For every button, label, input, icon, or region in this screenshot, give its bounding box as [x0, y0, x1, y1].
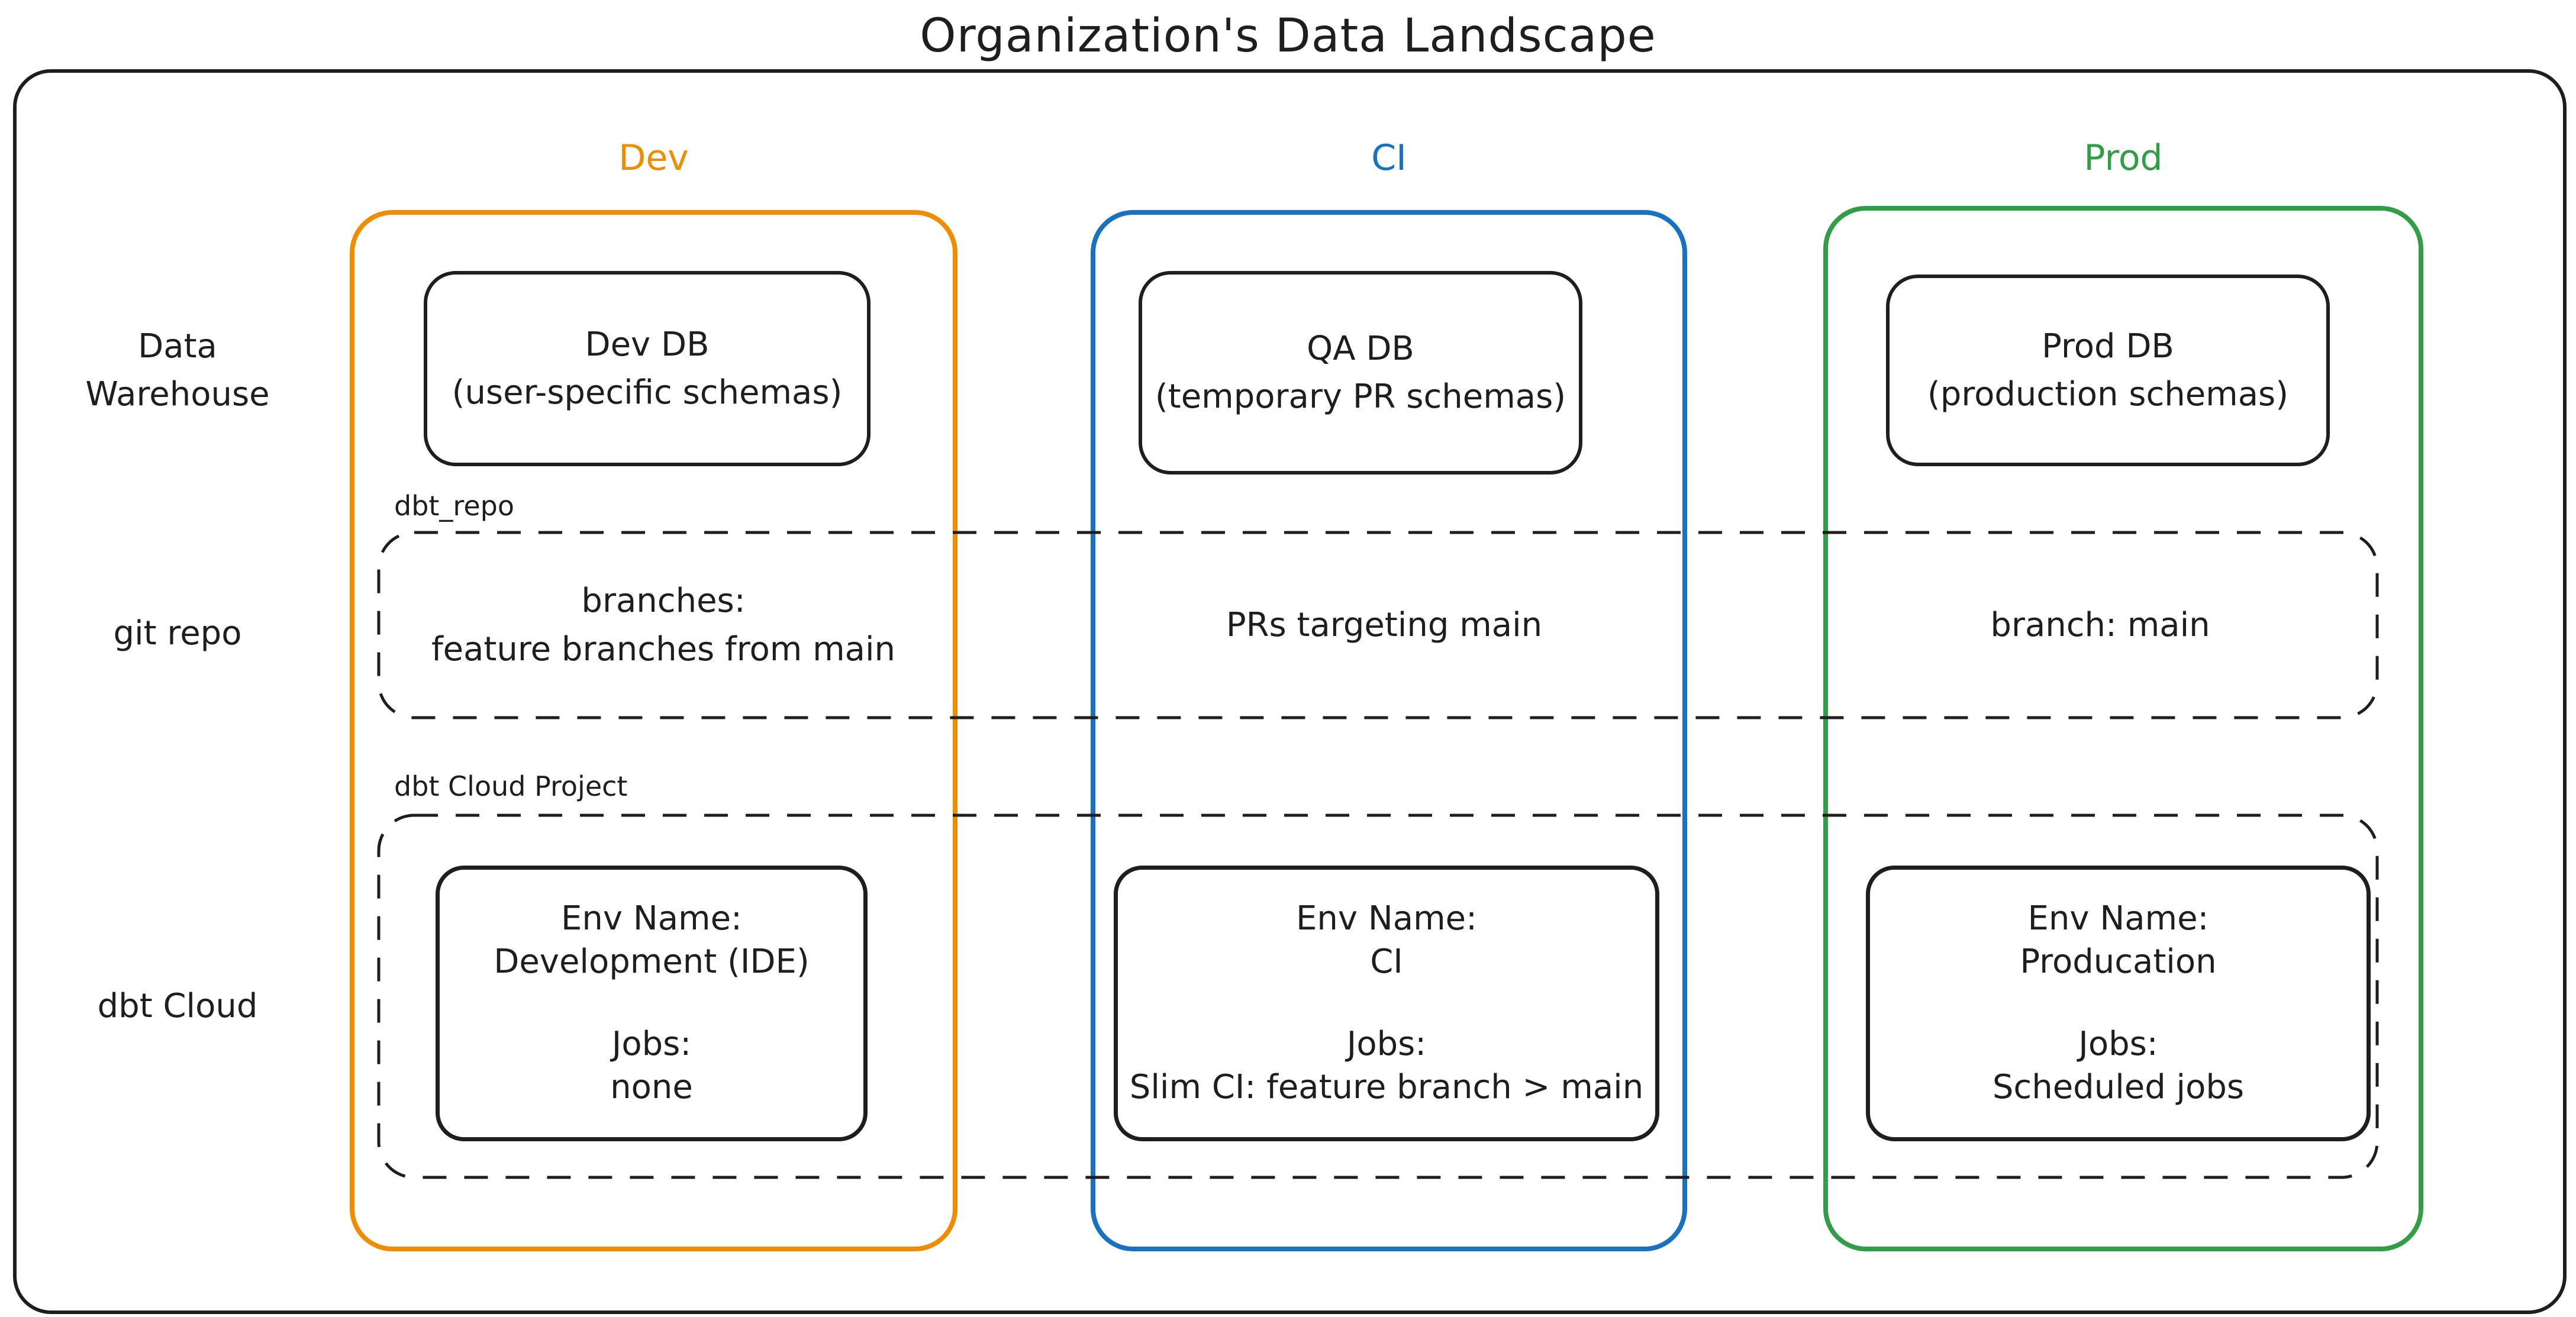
- column-box-ci: [1091, 210, 1687, 1251]
- landscape-frame: [13, 69, 2567, 1314]
- dbt-project-group-label: dbt Cloud Project: [394, 770, 628, 802]
- column-header-prod: Prod: [2084, 137, 2163, 179]
- column-box-prod: [1823, 206, 2423, 1251]
- prod-env-box: Env Name: Producation Jobs: Scheduled jo…: [1866, 866, 2371, 1141]
- ci-env-box: Env Name: CI Jobs: Slim CI: feature bran…: [1114, 866, 1659, 1141]
- row-label-dbt-cloud: dbt Cloud: [97, 987, 258, 1025]
- ci-env-jobs: Jobs: Slim CI: feature branch > main: [1129, 1025, 1644, 1106]
- page-title: Organization's Data Landscape: [920, 9, 1656, 63]
- prod-db-box: Prod DB (production schemas): [1886, 275, 2330, 466]
- row-label-git-repo: git repo: [113, 614, 242, 653]
- column-header-ci: CI: [1371, 137, 1407, 179]
- git-cell-ci: PRs targeting main: [1226, 605, 1543, 644]
- dev-env-jobs: Jobs: none: [610, 1025, 693, 1106]
- column-header-dev: Dev: [618, 137, 689, 179]
- git-cell-prod: branch: main: [1990, 605, 2210, 644]
- dev-env-box: Env Name: Development (IDE) Jobs: none: [436, 866, 868, 1141]
- row-label-data-warehouse: Data Warehouse: [85, 327, 270, 414]
- prod-env-jobs: Jobs: Scheduled jobs: [1992, 1025, 2245, 1106]
- git-repo-group-label: dbt_repo: [394, 490, 514, 522]
- dev-env-name: Env Name: Development (IDE): [494, 899, 810, 982]
- column-box-dev: [350, 210, 957, 1251]
- qa-db-box: QA DB (temporary PR schemas): [1139, 271, 1582, 474]
- prod-env-name: Env Name: Producation: [2020, 899, 2217, 982]
- dev-db-box: Dev DB (user-specific schemas): [424, 271, 871, 466]
- ci-env-name: Env Name: CI: [1296, 899, 1477, 982]
- git-cell-dev: branches: feature branches from main: [431, 582, 896, 669]
